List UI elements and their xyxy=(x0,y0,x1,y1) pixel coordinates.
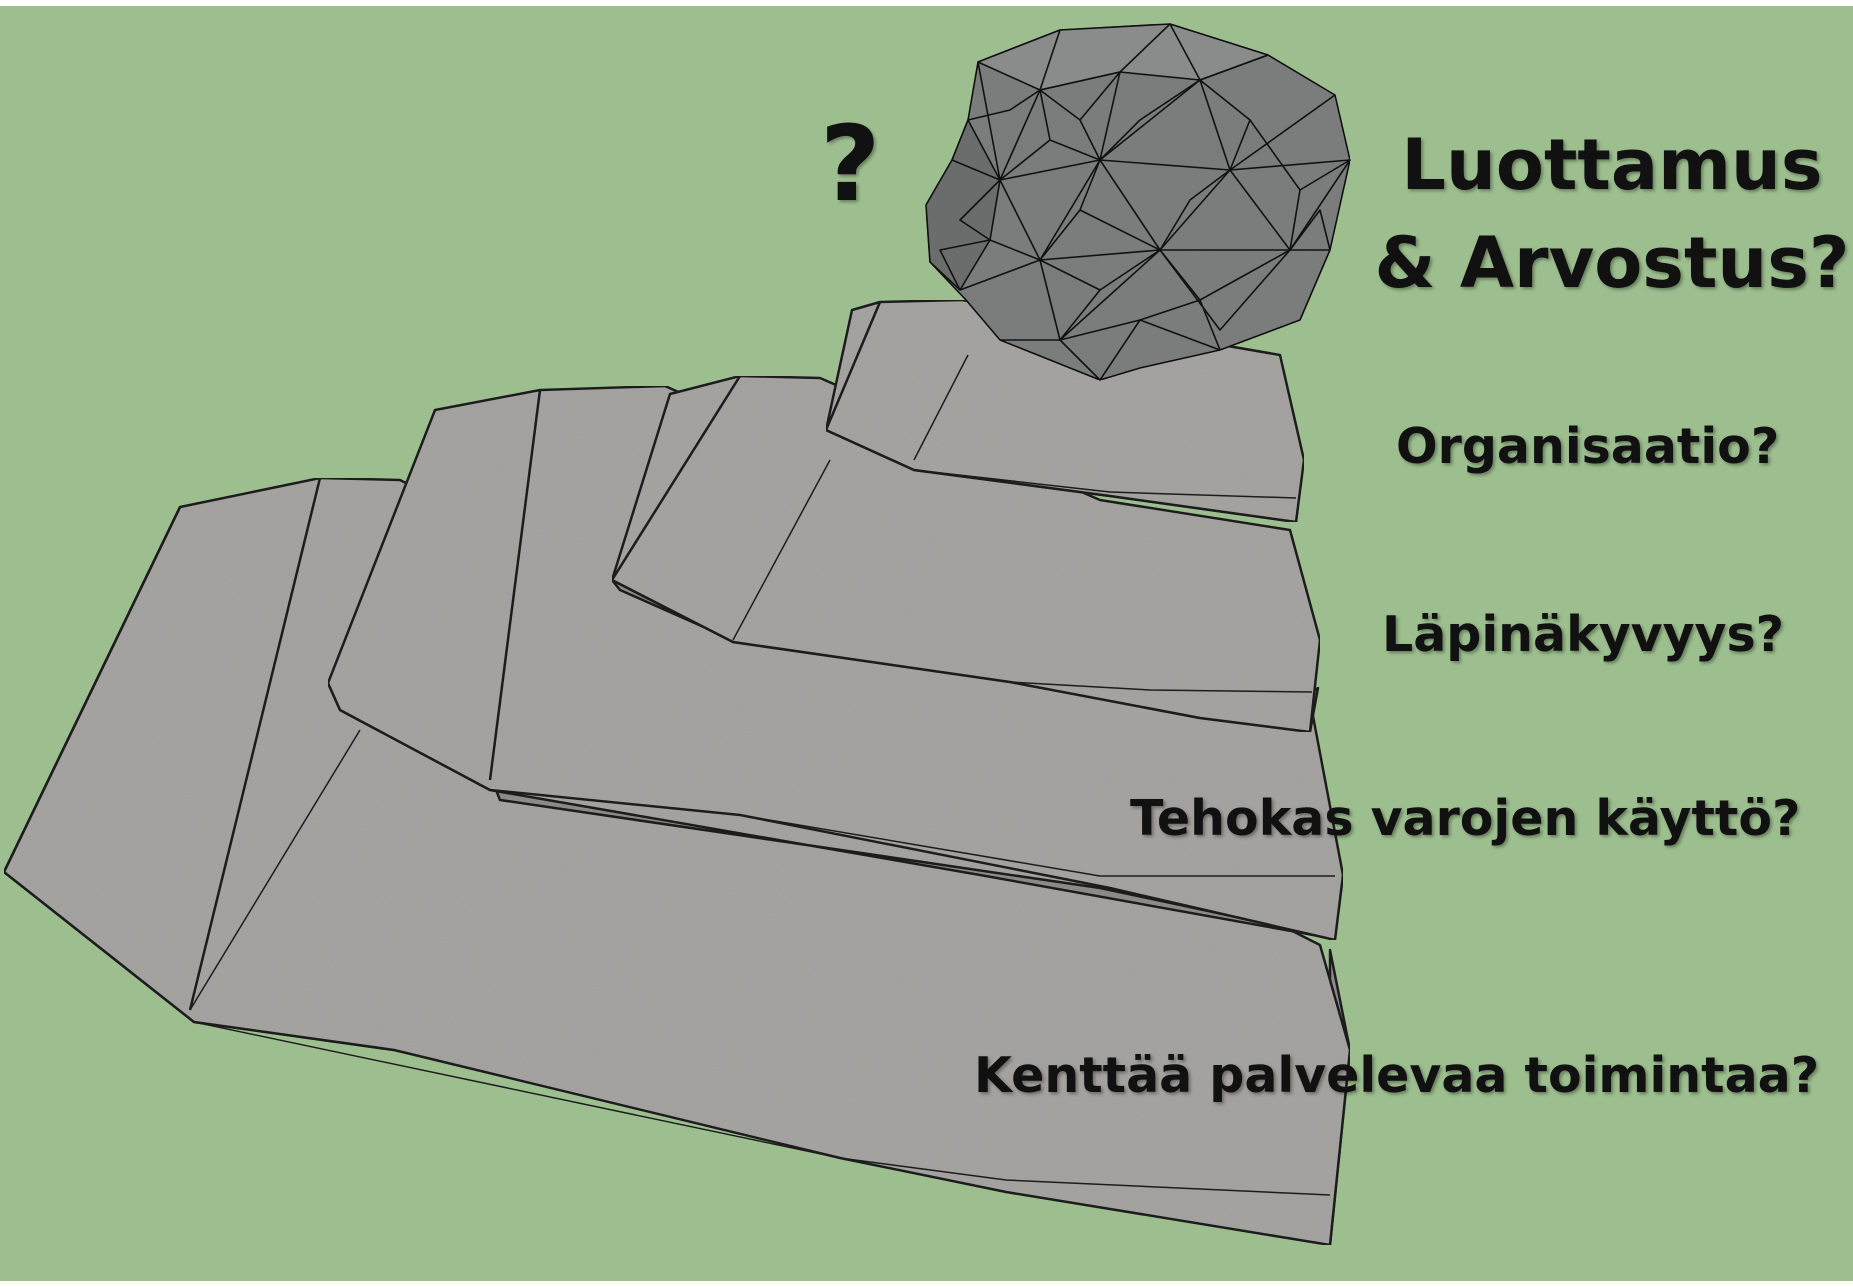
level-label-organisaatio: Organisaatio? xyxy=(1396,418,1779,475)
question-mark: ? xyxy=(820,112,880,216)
level-label-lapinakyvyys: Läpinäkyvyys? xyxy=(1382,606,1784,663)
level-label-luottamus: Luottamus & Arvostus? xyxy=(1372,116,1852,312)
rock-boulder xyxy=(926,24,1350,380)
level-label-kenttaa: Kenttää palvelevaa toimintaa? xyxy=(974,1047,1819,1104)
level-label-tehokas: Tehokas varojen käyttö? xyxy=(1130,790,1800,847)
bottom-border xyxy=(0,1281,1853,1287)
